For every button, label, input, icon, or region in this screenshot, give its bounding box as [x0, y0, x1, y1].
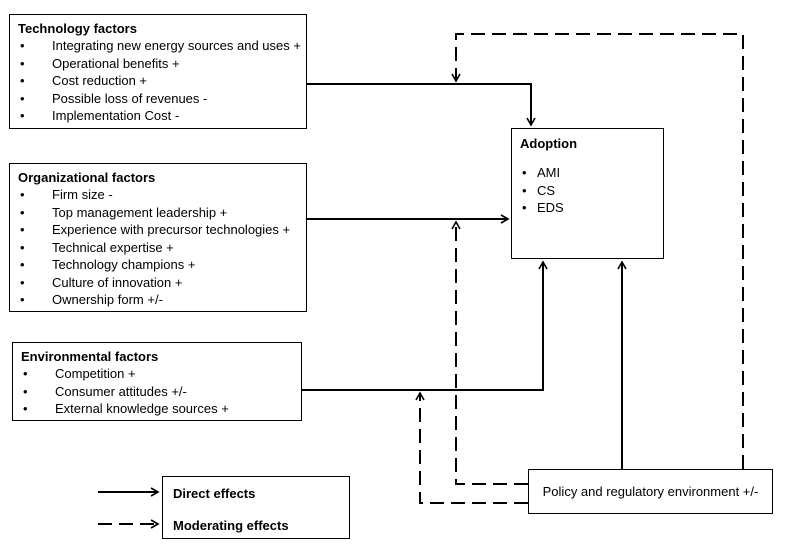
bullet: •: [522, 182, 527, 198]
bullet: •: [20, 108, 25, 123]
environmental-factors-list: • Competition + • Consumer attitudes +/- •…: [21, 365, 293, 418]
adoption-box: Adoption • AMI • CS • EDS: [511, 128, 664, 259]
bullet: •: [20, 292, 25, 307]
bullet: •: [20, 222, 25, 237]
bullet: •: [20, 187, 25, 202]
policy-moderates-org-arrow: [451, 220, 528, 485]
tech-to-adoption-arrow: [307, 83, 536, 127]
bullet: •: [23, 383, 28, 399]
legend-moderating-label: Moderating effects: [173, 518, 289, 533]
technology-factors-box: Technology factors • Integrating new ener…: [9, 14, 307, 129]
list-item: • Integrating new energy sources and uses…: [18, 37, 301, 55]
bullet: •: [23, 366, 28, 381]
list-item-label: Ownership form +/-: [52, 292, 163, 307]
list-item-label: Top management leadership +: [52, 204, 228, 220]
bullet: •: [20, 257, 25, 272]
bullet: •: [20, 38, 25, 53]
env-to-adoption-arrow: [302, 260, 548, 391]
list-item: • Operational benefits +: [18, 55, 298, 73]
technology-factors-list: • Integrating new energy sources and uses…: [18, 37, 301, 125]
list-item-label: Implementation Cost -: [52, 108, 180, 123]
list-item-label: Culture of innovation +: [52, 274, 183, 290]
bullet: •: [23, 401, 28, 416]
list-item-label: AMI: [537, 165, 561, 180]
list-item: • CS: [520, 182, 655, 200]
list-item: • Culture of innovation +: [18, 274, 298, 292]
list-item: • Technology champions +: [18, 256, 298, 274]
bullet: •: [20, 204, 25, 220]
list-item: • AMI: [520, 164, 655, 182]
policy-moderates-env-arrow: [415, 391, 528, 504]
list-item-label: Technical expertise +: [52, 239, 174, 255]
bullet: •: [20, 55, 25, 71]
list-item: • Firm size -: [18, 186, 298, 204]
list-item: • Cost reduction +: [18, 72, 298, 90]
organizational-factors-box: Organizational factors • Firm size - • Top…: [9, 163, 307, 312]
adoption-title: Adoption: [520, 136, 578, 151]
list-item-label: EDS: [537, 200, 564, 215]
bullet: •: [522, 200, 527, 215]
list-item: • EDS: [520, 199, 655, 217]
policy-label: Policy and regulatory environment +/-: [542, 484, 759, 499]
list-item-label: Possible loss of revenues -: [52, 90, 208, 106]
list-item-label: Cost reduction +: [52, 73, 148, 88]
list-item: • Consumer attitudes +/-: [21, 383, 293, 401]
list-item: • Possible loss of revenues -: [18, 90, 298, 108]
list-item: • Top management leadership +: [18, 204, 298, 222]
legend-box: Direct effects Moderating effects: [162, 476, 350, 539]
list-item: • Competition +: [21, 365, 293, 383]
list-item-label: Technology champions +: [52, 257, 196, 272]
bullet: •: [522, 165, 527, 180]
list-item-label: Firm size -: [52, 187, 113, 202]
adoption-list: • AMI • CS • EDS: [520, 164, 655, 217]
list-item-label: Experience with precursor technologies +: [52, 222, 291, 237]
list-item: • Experience with precursor technologies …: [18, 221, 298, 239]
bullet: •: [20, 239, 25, 255]
bullet: •: [20, 73, 25, 88]
list-item: • Ownership form +/-: [18, 291, 298, 309]
list-item-label: Operational benefits +: [52, 55, 180, 71]
organizational-factors-title: Organizational factors: [18, 170, 156, 185]
technology-factors-title: Technology factors: [18, 21, 137, 36]
environmental-factors-box: Environmental factors • Competition + • Co…: [12, 342, 302, 421]
list-item-label: Integrating new energy sources and uses …: [52, 38, 301, 53]
list-item: • External knowledge sources +: [21, 400, 293, 418]
environmental-factors-title: Environmental factors: [21, 349, 159, 364]
list-item-label: External knowledge sources +: [55, 401, 229, 416]
list-item-label: Consumer attitudes +/-: [55, 383, 187, 399]
list-item: • Technical expertise +: [18, 239, 298, 257]
policy-box: Policy and regulatory environment +/-: [528, 469, 773, 514]
legend-direct-label: Direct effects: [173, 486, 256, 501]
bullet: •: [20, 274, 25, 290]
list-item-label: CS: [537, 182, 556, 198]
list-item: • Implementation Cost -: [18, 107, 298, 125]
organizational-factors-list: • Firm size - • Top management leadership …: [18, 186, 298, 309]
bullet: •: [20, 90, 25, 106]
list-item-label: Competition +: [55, 366, 136, 381]
